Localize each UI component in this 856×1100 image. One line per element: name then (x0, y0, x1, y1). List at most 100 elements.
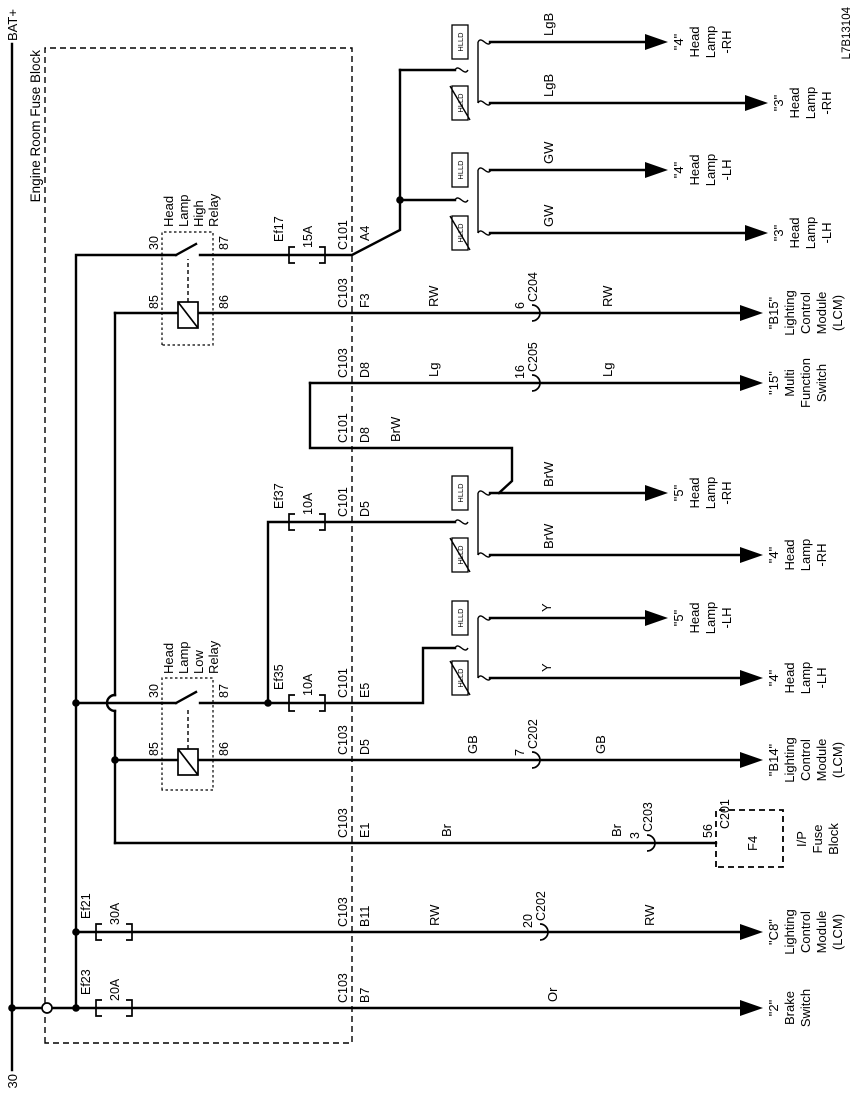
engine-room-fuse-block-label: Engine Room Fuse Block (28, 50, 43, 203)
ip-fuse-block-box (715, 809, 784, 868)
wire-color-label: Lg (426, 363, 441, 377)
connector-name-label: C103 (336, 725, 350, 755)
destination-label: "B14" (766, 743, 781, 776)
destination-label: -RH (819, 91, 834, 114)
destination-label: Multi (782, 369, 797, 397)
wire-color-label: GW (541, 141, 556, 164)
destination-arrow (645, 34, 668, 50)
inline-splice-symbol (477, 490, 492, 496)
figure-number: L7B13104 (841, 6, 853, 59)
wire-color-label: RW (426, 285, 441, 307)
destination-label: "2" (766, 999, 781, 1016)
inline-splice-symbol (454, 645, 469, 651)
destination-label: (LCM) (830, 742, 845, 778)
destination-label: Lamp (703, 602, 718, 635)
hlld-option-box (451, 600, 469, 636)
wire (105, 693, 117, 713)
head-lamp-high-relay-name: Relay (206, 193, 221, 227)
wire-color-label: LgB (541, 74, 556, 97)
wire (198, 68, 402, 257)
fuse-symbol (319, 513, 326, 531)
fuse-symbol (288, 694, 295, 712)
fuse-rating-label: 10A (301, 673, 315, 696)
destination-arrow (740, 547, 763, 563)
destination-label: -LH (719, 160, 734, 181)
relay-pin-label: 86 (217, 295, 231, 309)
inline-splice-symbol (454, 67, 469, 73)
ip-fuse-block-name: I/P (794, 831, 809, 847)
destination-label: Lighting (782, 290, 797, 336)
hlld-option-box (451, 24, 469, 60)
wire-color-label: GW (541, 204, 556, 227)
destination-label: Lamp (703, 154, 718, 187)
fuse-block-terminal-circle (41, 1002, 53, 1014)
inline-connector-pin-label: 16 (513, 365, 527, 379)
wire-color-label: Y (539, 663, 554, 672)
hlld-option-box (451, 152, 469, 188)
junction-dot (72, 928, 80, 936)
fuse-name-label: Ef37 (272, 483, 286, 509)
wire-color-label: GB (465, 735, 480, 754)
junction-dot (72, 1004, 80, 1012)
destination-label: Lighting (782, 737, 797, 783)
fuse-symbol (95, 999, 102, 1017)
wire-color-label: LgB (541, 13, 556, 36)
destination-label: Head (687, 477, 702, 508)
destination-label: "3" (771, 224, 786, 241)
inline-connector-symbol (531, 751, 541, 769)
relay-pin-label: 30 (147, 684, 161, 698)
junction-dot (264, 699, 272, 707)
head-lamp-low-relay-box (161, 677, 214, 791)
destination-arrow (745, 95, 768, 111)
wire-color-label: RW (600, 285, 615, 307)
fuse-symbol (319, 694, 326, 712)
hlld-crossout-line (449, 215, 471, 251)
connector-pin-label: D5 (358, 739, 372, 755)
fuse-rating-label: 30A (108, 902, 122, 925)
head-lamp-high-relay-box (161, 231, 214, 346)
connector-pin-label: E1 (358, 823, 372, 838)
destination-label: Head (687, 154, 702, 185)
inline-connector-symbol (531, 374, 541, 392)
destination-label: "4" (766, 546, 781, 563)
destination-label: Lamp (803, 217, 818, 250)
hlld-option-label: HLLD (456, 483, 465, 503)
hlld-crossout-line (449, 537, 471, 573)
head-lamp-low-relay-name: Lamp (176, 641, 191, 674)
hlld-crossout-line (449, 660, 471, 696)
battery-positive-label: BAT+ (5, 9, 20, 41)
destination-arrow (645, 610, 668, 626)
connector-name-label: C103 (336, 973, 350, 1003)
wire (488, 491, 744, 680)
wire (160, 242, 198, 705)
ip-connector-name-label: C201 (718, 799, 732, 829)
ip-fuse-name-label: F4 (745, 836, 760, 851)
fuse-rating-label: 20A (108, 978, 122, 1001)
relay-pin-label: 85 (147, 295, 161, 309)
fuse-name-label: Ef17 (272, 216, 286, 242)
destination-arrow (740, 752, 763, 768)
inline-splice-symbol (477, 675, 492, 681)
destination-arrow (740, 305, 763, 321)
destination-label: Function (798, 358, 813, 408)
destination-label: Head (687, 26, 702, 57)
destination-label: Brake (782, 991, 797, 1025)
inline-connector-pin-label: 20 (521, 914, 535, 928)
destination-label: Lamp (803, 87, 818, 120)
fuse-symbol (126, 999, 133, 1017)
destination-label: Head (782, 662, 797, 693)
hlld-option-label: HLLD (456, 32, 465, 52)
inline-connector-name-label: C205 (526, 342, 540, 372)
hlld-option-label: HLLD (456, 608, 465, 628)
destination-label: -LH (819, 223, 834, 244)
connector-name-label: C103 (336, 348, 350, 378)
inline-connector-name-label: C202 (534, 891, 548, 921)
fuse-rating-label: 15A (301, 225, 315, 248)
destination-label: Control (798, 739, 813, 781)
destination-label: "5" (671, 484, 686, 501)
destination-label: "3" (771, 94, 786, 111)
destination-label: Lamp (703, 26, 718, 59)
engine-room-fuse-block-outline (44, 47, 353, 1044)
destination-label: -RH (814, 543, 829, 566)
